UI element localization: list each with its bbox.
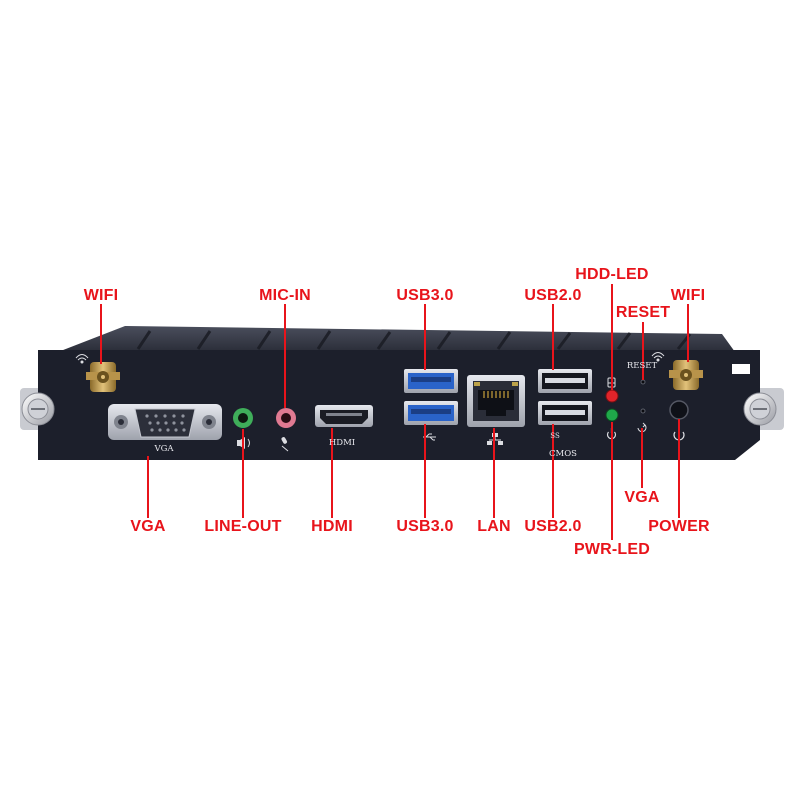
label-wifi-left: WIFI (83, 287, 119, 304)
usb3-port-top (404, 369, 458, 393)
refresh-icon (637, 422, 647, 433)
label-mic-in: MIC-IN (259, 287, 311, 304)
thumb-screw-right (743, 392, 777, 426)
hdmi-port (315, 405, 373, 427)
label-vga-button: VGA (624, 489, 660, 506)
silkscreen-hdmi: HDMI (328, 438, 356, 448)
microphone-icon (281, 437, 289, 452)
hdd-led (605, 389, 619, 403)
label-usb30-bottom: USB3.0 (396, 518, 454, 535)
label-wifi-right: WIFI (670, 287, 706, 304)
vga-port (108, 404, 222, 440)
silkscreen-reset: RESET (626, 361, 658, 371)
usb2-port-bottom (538, 401, 592, 425)
silkscreen-cmos: CMOS (549, 449, 577, 459)
label-usb30-top: USB3.0 (396, 287, 454, 304)
cooling-vents (136, 330, 692, 350)
usb3-port-bottom (404, 401, 458, 425)
pwr-led (605, 408, 619, 422)
mic-in-jack (276, 408, 296, 428)
wifi-symbol-icon (75, 352, 665, 364)
label-usb20-top: USB2.0 (524, 287, 582, 304)
reset-pinhole (640, 379, 646, 385)
label-lan: LAN (477, 518, 511, 535)
chassis-top (58, 326, 735, 352)
power-button (669, 400, 689, 420)
label-power: POWER (648, 518, 710, 535)
panel-slot (732, 364, 750, 374)
vga-switch-pinhole (640, 408, 646, 414)
label-pwr-led: PWR-LED (573, 541, 651, 558)
silkscreen-vga: VGA (154, 444, 174, 454)
wifi-connector-right (669, 360, 703, 390)
usb2-port-top (538, 369, 592, 393)
label-vga: VGA (130, 518, 166, 535)
thumb-screw-left (21, 392, 55, 426)
label-hdmi: HDMI (311, 518, 353, 535)
wifi-connector-left (86, 362, 120, 392)
label-reset: RESET (615, 304, 671, 321)
lan-port (467, 375, 525, 427)
label-line-out: LINE-OUT (204, 518, 282, 535)
silkscreen-ss: SS (550, 432, 560, 440)
callout-lines (100, 284, 689, 540)
label-hdd-led: HDD-LED (575, 266, 649, 283)
line-out-jack (233, 408, 253, 428)
label-usb20-bottom: USB2.0 (524, 518, 582, 535)
